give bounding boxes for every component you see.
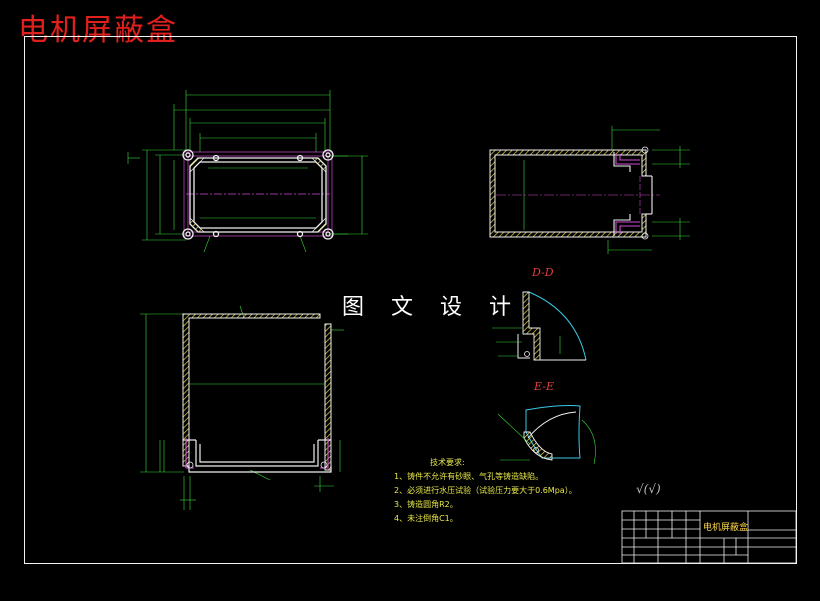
technical-note-item: 3、铸造圆角R2。 — [394, 500, 458, 509]
technical-note-item: 1、铸件不允许有砂眼、气孔等铸造缺陷。 — [394, 472, 544, 481]
top-view-corner-bosses — [189, 157, 327, 233]
side-section-dimensions — [496, 126, 690, 254]
detail-e-e — [497, 405, 596, 465]
front-section-wall — [182, 313, 321, 467]
drawing-frame — [24, 36, 797, 564]
title-block-part-name: 电机屏蔽盒 — [703, 523, 749, 533]
technical-note-item: 4、未注倒角C1。 — [394, 514, 458, 523]
detail-d-d — [492, 291, 587, 361]
top-view-dimensions — [127, 90, 368, 253]
top-view-outline — [182, 149, 334, 240]
side-section-flanges — [615, 154, 640, 234]
top-view-centerlines — [183, 151, 333, 237]
title-block — [621, 510, 797, 564]
technical-notes: 技术要求: 1、铸件不允许有砂眼、气孔等铸造缺陷。 2、必须进行水压试验（试验压… — [394, 456, 577, 526]
section-label-e-e: E-E — [534, 380, 554, 393]
front-section-view — [140, 305, 344, 510]
front-section-dimensions — [140, 305, 344, 510]
side-section-view — [489, 126, 690, 254]
technical-note-item: 2、必须进行水压试验（试验压力要大于0.6Mpa）。 — [394, 486, 577, 495]
section-label-d-d: D-D — [532, 266, 554, 279]
technical-notes-heading: 技术要求: — [430, 458, 465, 467]
watermark-text: 图 文 设 计 — [342, 295, 521, 320]
side-section-wall — [489, 149, 647, 238]
top-view — [127, 90, 368, 253]
drawing-title: 电机屏蔽盒 — [18, 13, 178, 48]
surface-roughness-symbol: √(√) — [636, 482, 661, 496]
